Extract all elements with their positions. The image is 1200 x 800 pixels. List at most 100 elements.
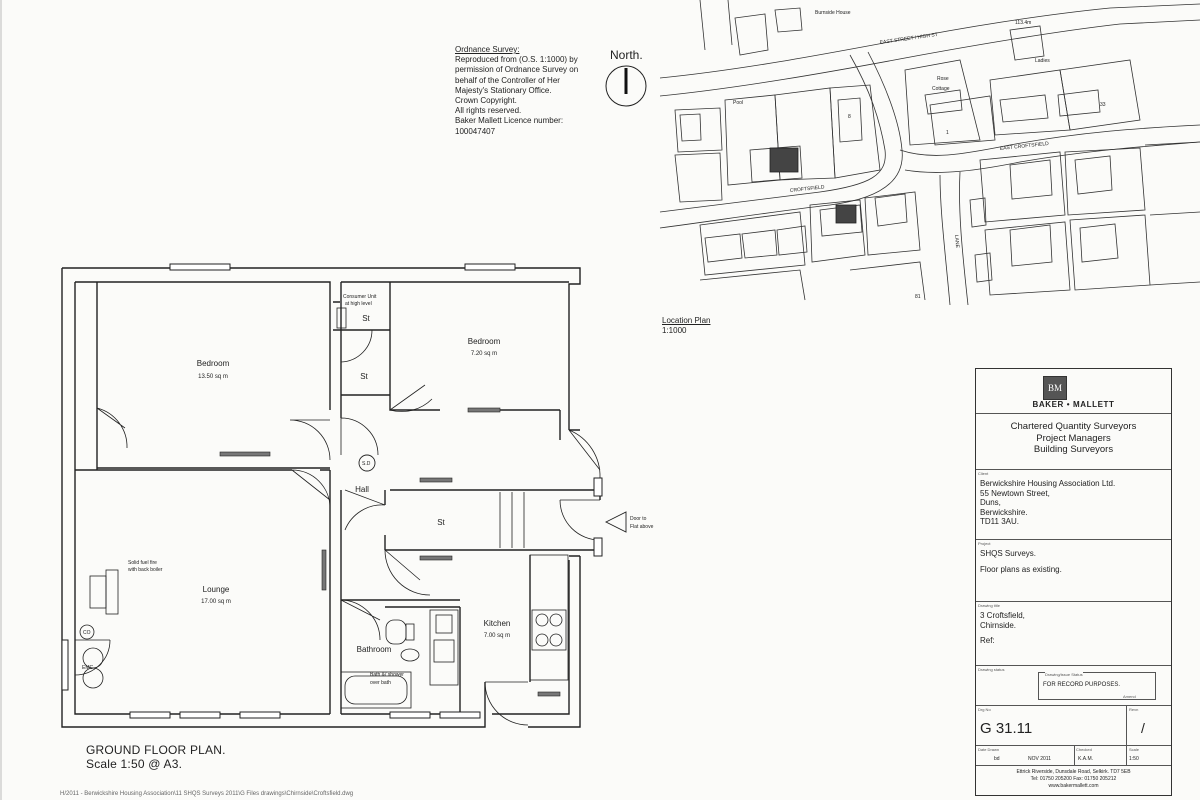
client-line: TD11 3AU. [980,517,1019,526]
title-block: BM BAKER • MALLETT Chartered Quantity Su… [975,368,1172,796]
scale-value: 1:50 [1129,756,1139,762]
room-area-bedroom-2: 7.20 sq m [471,351,497,357]
location-plan-map [659,0,1200,306]
room-area-bedroom-1: 13.50 sq m [198,374,228,380]
label-fire-boiler: with back boiler [128,567,163,573]
label-store-2: St [360,372,368,381]
map-label-rose-2: Cottage [932,86,950,92]
location-plan-scale: 1:1000 [662,326,687,335]
client-section: Client Berwickshire Housing Association … [976,469,1171,539]
company-address: Ettrick Riverside, Dunsdale Road, Selkir… [1016,769,1131,775]
project-label: Project [978,541,991,546]
room-name-bedroom-2: Bedroom [468,337,501,346]
label-store-1: St [362,314,370,323]
floor-plan-title-block: GROUND FLOOR PLAN. Scale 1:50 @ A3. [86,743,226,771]
label-flat-above: Flat above [630,524,654,530]
status-label: Drawing status [978,667,1005,672]
label-over-bath: over bath [370,680,391,686]
client-line: 55 Newtown Street, [980,488,1050,498]
label-store-3: St [437,518,445,527]
label-door-to: Door to [630,516,647,522]
revision-value: / [1141,720,1145,736]
drawing-title-label: Drawing title [978,603,1001,608]
os-note-line: 100047407 [455,126,496,136]
room-name-lounge: Lounge [203,585,230,594]
ref-label: Ref: [980,636,995,645]
map-label-croftsfield: CROFTSFIELD [790,184,826,194]
label-hall: Hall [355,485,369,494]
service-line: Chartered Quantity Surveyors [1010,421,1137,432]
drawing-number-label: Drg No [978,707,991,712]
drawn-checked-section: Date Drawn bd NOV 2011 Checked K.A.M. Sc… [976,745,1171,765]
map-label-burnside-house: Burnside House [815,10,851,16]
ordnance-survey-note: Ordnance Survey: Reproduced from (O.S. 1… [455,45,593,137]
floor-plan-scale: Scale 1:50 @ A3. [86,757,183,771]
company-name: BAKER • MALLETT [1032,400,1115,409]
label-smoke-detector: S.D [362,461,371,467]
os-note-heading: Ordnance Survey: [455,45,520,54]
checked-by: K.A.M. [1078,756,1094,762]
service-line: Building Surveyors [1033,444,1114,455]
label-consumer-unit: Consumer Unit [343,294,377,300]
map-label-n1: 1 [946,130,949,136]
room-area-lounge: 17.00 sq m [201,599,231,605]
map-label-east-croftsfield: EAST CROFTSFIELD [1000,141,1050,152]
map-label-n4: 81 [915,294,921,300]
smoke-detector-symbol [358,454,376,472]
client-label: Client [978,471,989,476]
label-emc: EMC [82,665,94,671]
company-phone: Tel: 01750 205200 Fax: 01750 205212 [1030,776,1117,782]
drawing-number-section: Drg No G 31.11 Revn / [976,705,1171,745]
drawn-by: bd [994,756,1000,762]
issue-status-label: Drawing/issue Status [1045,672,1083,677]
project-line: SHQS Surveys. [980,549,1037,558]
revision-label: Revn [1129,707,1139,712]
company-address-section: Ettrick Riverside, Dunsdale Road, Selkir… [976,765,1171,795]
room-name-kitchen: Kitchen [484,619,511,628]
os-note-line: Crown Copyright. [455,96,517,106]
location-plan-caption: Location Plan 1:1000 [662,316,710,336]
drawn-date: NOV 2011 [1028,756,1051,762]
map-label-n3: 33 [1100,102,1106,108]
scale-label: Scale [1129,747,1140,752]
amend-label: Amend [1123,694,1136,699]
map-label-lane: LANE [953,235,960,249]
status-box: Drawing/issue Status FOR RECORD PURPOSES… [1038,672,1156,700]
address-section: Drawing title 3 Croftsfield, Chirnside. … [976,601,1171,665]
service-line: Project Managers [1036,432,1111,444]
file-path-footer: H/2011 - Berwickshire Housing Associatio… [60,791,354,797]
client-line: Berwickshire Housing Association Ltd. [980,479,1116,488]
room-name-bedroom-1: Bedroom [197,359,230,368]
north-label: North. [610,48,643,62]
map-label-pool: Pool [733,100,743,106]
date-drawn-label: Date Drawn [978,747,1000,752]
label-bath-shower: Bath &/ shower [370,672,404,678]
label-co: CO [83,630,91,636]
drawing-number: G 31.11 [980,720,1033,737]
map-label-rose-1: Rose [937,76,949,82]
map-label-spot-height: 113.4m [1015,20,1031,26]
company-logo-icon: BM [1043,376,1067,400]
os-note-line: permission of Ordnance Survey on [455,65,579,75]
map-label-ladies: Ladies [1035,58,1050,64]
os-note-line: All rights reserved. [455,106,522,116]
north-arrow [605,65,647,107]
address-line: 3 Croftsfield, [980,611,1025,620]
project-line: Floor plans as existing. [980,564,1062,574]
map-label-n2: 8 [848,114,851,120]
floor-plan: Bedroom 13.50 sq m Bedroom 7.20 sq m Lou… [61,263,654,728]
company-services: Chartered Quantity Surveyors Project Man… [976,421,1171,456]
room-area-kitchen: 7.00 sq m [484,633,510,639]
os-note-line: Majesty's Stationary Office. [455,85,552,95]
os-note-line: behalf of the Controller of Her [455,75,560,85]
drawing-status: FOR RECORD PURPOSES. [1043,682,1121,688]
client-line: Berwickshire. [980,507,1028,517]
floor-plan-title: GROUND FLOOR PLAN. [86,743,226,757]
consumer-unit [336,307,347,329]
label-fire: Solid fuel fire [128,560,157,566]
label-consumer-unit-high: at high level [345,301,372,307]
client-line: Duns, [980,498,1001,507]
company-website: www.bakermallett.com [1048,783,1099,789]
status-section: Drawing status Drawing/issue Status FOR … [976,665,1171,705]
